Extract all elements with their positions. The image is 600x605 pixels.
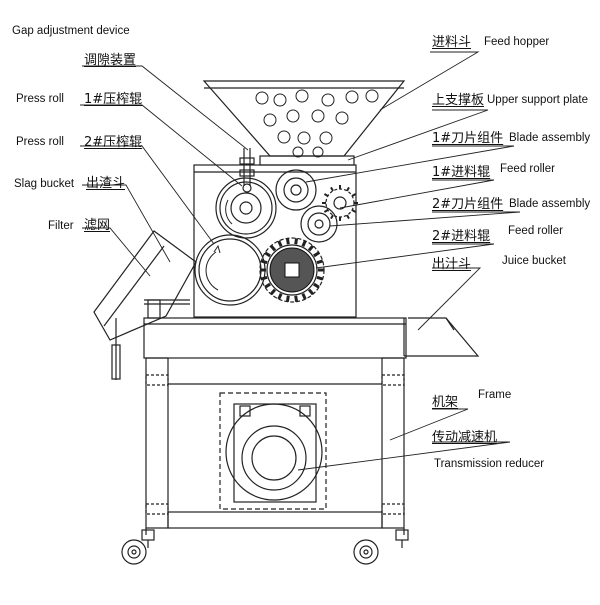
gap-adjustment-device <box>239 148 255 193</box>
press-roll-1 <box>215 177 277 239</box>
gear-tooth <box>277 293 283 300</box>
feed-roller-cog <box>260 238 324 302</box>
gear-tooth <box>316 275 324 281</box>
gear-tooth <box>294 238 299 245</box>
label-feed-roller-1-zh: 1#进料辊 <box>432 165 491 180</box>
label-feed-roller-2-en: Feed roller <box>508 225 563 237</box>
label-press-roll-1-zh: 1#压榨辊 <box>84 92 143 107</box>
label-press-roll-2-zh: 2#压榨辊 <box>84 135 143 150</box>
label-upper-support-en: Upper support plate <box>487 94 589 106</box>
gear-tooth <box>313 282 320 289</box>
blade-tooth <box>351 193 357 197</box>
blade-tooth <box>351 209 357 213</box>
feed-hopper <box>202 80 406 158</box>
machine-frame <box>143 317 407 535</box>
label-upper-support-zh: 上支撑板 <box>432 93 485 108</box>
label-frame-zh: 机架 <box>432 395 459 410</box>
filter-screen <box>111 299 190 380</box>
upper-support-plate <box>259 155 355 166</box>
transmission-reducer <box>219 392 327 510</box>
main-housing <box>193 164 357 318</box>
caster-left <box>121 529 155 565</box>
caster-right <box>353 529 409 565</box>
blade-tooth <box>323 209 329 213</box>
gear-tooth <box>260 259 268 265</box>
label-reducer-zh: 传动减速机 <box>432 430 498 445</box>
gear-tooth <box>301 293 307 300</box>
label-feed-roller-2-zh: 2#进料辊 <box>432 229 491 244</box>
label-frame-en: Frame <box>478 389 512 401</box>
label-reducer-en: Transmission reducer <box>434 458 545 470</box>
feed-roller-1 <box>275 169 317 211</box>
blade-tooth <box>330 214 334 220</box>
label-blade-2-en: Blade assembly <box>509 198 591 210</box>
gear-tooth <box>307 244 315 252</box>
gear-tooth <box>269 244 277 252</box>
blade-assembly-2 <box>300 205 338 243</box>
gear-tooth <box>294 295 299 302</box>
blade-tooth <box>330 186 334 192</box>
gear-tooth <box>264 282 271 289</box>
label-blade-1-zh: 1#刀片组件 <box>432 131 504 146</box>
label-juice-bucket-en: Juice bucket <box>502 255 566 267</box>
juice-bucket <box>403 317 480 357</box>
label-juice-bucket-zh: 出汁斗 <box>432 257 472 272</box>
gear-tooth <box>301 240 307 247</box>
label-feed-hopper-zh: 进料斗 <box>432 35 472 50</box>
gear-tooth <box>285 295 290 302</box>
blade-tooth <box>346 214 350 220</box>
gear-tooth <box>277 240 283 247</box>
gear-tooth <box>307 288 315 296</box>
blade-tooth <box>323 193 329 197</box>
label-press-roll-2-en: Press roll <box>16 136 64 148</box>
gear-tooth <box>269 288 277 296</box>
gear-tooth <box>285 238 290 245</box>
slag-bucket <box>93 230 197 341</box>
label-feed-roller-1-en: Feed roller <box>500 163 555 175</box>
label-blade-2-zh: 2#刀片组件 <box>432 197 504 212</box>
label-filter-en: Filter <box>48 220 74 232</box>
gear-tooth <box>260 275 268 281</box>
blade-assembly-1 <box>322 185 358 221</box>
label-blade-1-en: Blade assembly <box>509 132 591 144</box>
gear-tooth <box>264 251 271 258</box>
label-slag-bucket-en: Slag bucket <box>14 178 75 190</box>
gear-tooth <box>316 259 324 265</box>
gear-tooth <box>313 251 320 258</box>
label-press-roll-1-en: Press roll <box>16 93 64 105</box>
blade-tooth <box>346 186 350 192</box>
label-feed-hopper-en: Feed hopper <box>484 36 550 48</box>
label-gap-adjustment-en: Gap adjustment device <box>12 25 130 37</box>
label-filter-zh: 滤网 <box>84 218 111 233</box>
label-gap-adjustment-zh: 调隙装置 <box>84 53 137 68</box>
label-slag-bucket-zh: 出渣斗 <box>86 176 126 191</box>
leader-lines <box>80 51 521 471</box>
press-roll-2 <box>194 234 266 306</box>
